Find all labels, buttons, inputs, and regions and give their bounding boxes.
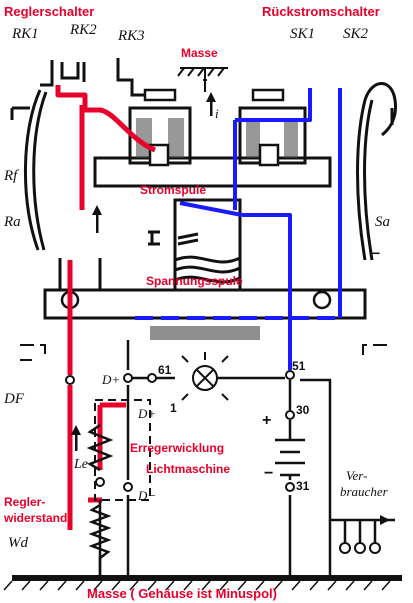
symbol-sk1: SK1 [290,26,315,42]
symbol-rk1: RK1 [11,26,39,42]
terminals [65,370,381,554]
symbol-le: Le [73,457,88,472]
current-arrows [71,92,390,525]
symbol-d-plus-2: D+ [137,406,156,421]
armature [148,198,242,292]
terminal-51: 51 [292,359,306,373]
diagram-labels: Reglerschalter Rückstromschalter Masse S… [3,4,390,601]
regulator-contact-brackets [23,58,160,251]
label-erregerwicklung: Erregerwicklung [130,441,224,455]
generator-wiring [98,340,395,575]
label-rueckstromschalter: Rückstromschalter [262,4,380,19]
symbol-sk2: SK2 [343,26,369,42]
reverse-current-circuit [135,88,342,370]
field-winding-zigzag [86,423,114,472]
battery-minus: − [264,465,273,482]
field-circuit [55,85,157,530]
symbol-rk2: RK2 [69,22,97,38]
label-masse-bottom: Masse ( Gehäuse ist Minuspol) [87,586,277,601]
symbol-sa: Sa [375,214,390,230]
battery-plus: + [262,412,271,429]
terminal-30: 30 [296,403,310,417]
symbol-d-minus: D− [137,488,156,503]
symbol-df: DF [3,391,25,407]
reverse-current-hook [356,82,398,261]
label-regler-widerstand-2: widerstand [3,511,67,525]
lamp-icon [181,352,229,401]
regulator-resistor [88,503,112,575]
terminal-31: 31 [296,479,310,493]
symbol-rk3: RK3 [117,28,145,44]
screw-heads [60,88,332,310]
symbol-wd: Wd [8,535,28,551]
sign-one: 1 [170,401,177,415]
masse-ground-symbol [177,67,228,92]
sign-minus-right: − [372,245,380,261]
coil-hatching [136,118,298,340]
label-stromspule: Stromspule [140,183,206,197]
symbol-ra: Ra [3,214,21,230]
base-outline [20,344,392,361]
ground-bar [3,575,402,591]
label-lichtmaschine: Lichtmaschine [146,462,230,476]
label-regler-widerstand-1: Regler- [4,495,45,509]
generator-box [94,399,151,501]
sign-current-i: i [215,106,219,121]
symbol-verbraucher-1: Ver- [346,468,367,483]
terminal-61: 61 [158,363,172,377]
symbol-d-plus: D+ [101,372,120,387]
label-spannungsspule: Spannungsspule [146,274,243,288]
symbol-verbraucher-2: braucher [340,484,389,499]
symbol-rf: Rf [3,168,19,184]
label-reglerschalter: Reglerschalter [4,4,94,19]
label-masse-top: Masse [181,46,218,60]
